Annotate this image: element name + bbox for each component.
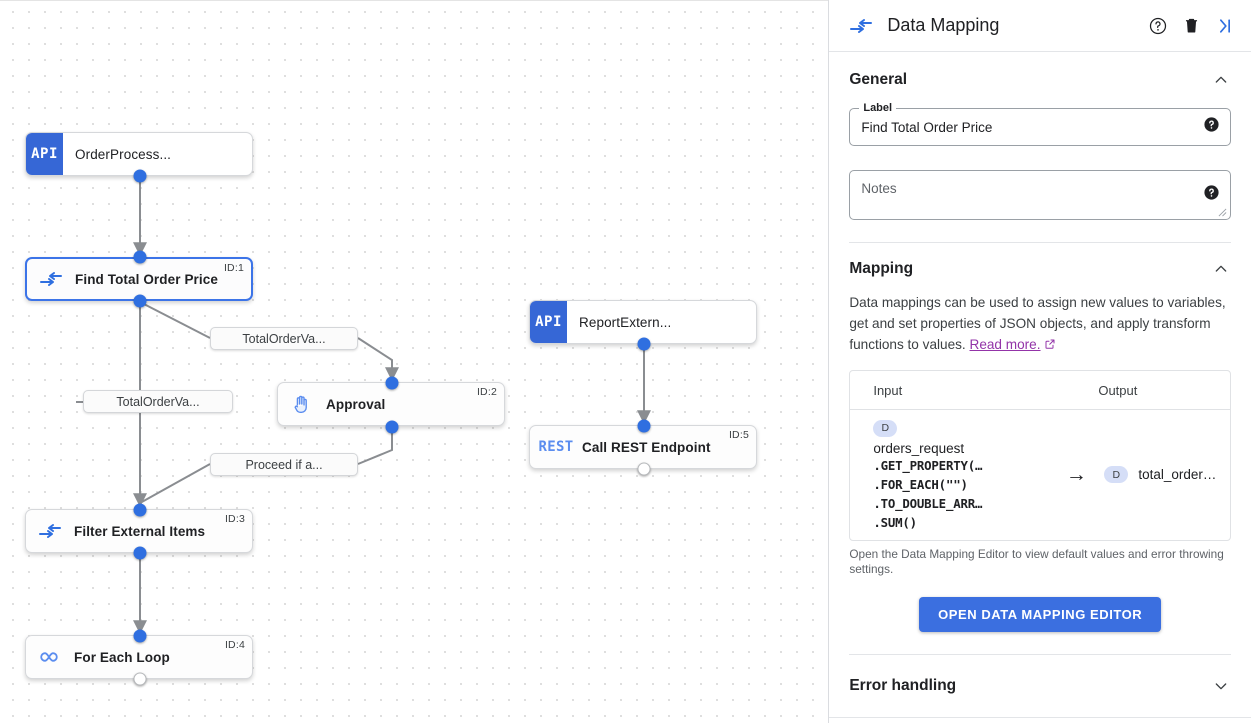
output-type-badge: D bbox=[1104, 466, 1129, 484]
node-title: Filter External Items bbox=[74, 523, 206, 539]
section-divider bbox=[849, 653, 1231, 655]
node-title: Find Total Order Price bbox=[75, 271, 218, 287]
section-error-handling: Error handling bbox=[829, 655, 1251, 718]
canvas-top-divider bbox=[0, 0, 829, 1]
mapping-table-row[interactable]: D orders_request .GET_PROPERTY(… .FOR_EA… bbox=[850, 410, 1230, 540]
input-expression-line: .FOR_EACH("") bbox=[873, 476, 968, 492]
input-expression-line: .GET_PROPERTY(… bbox=[873, 457, 983, 473]
section-divider bbox=[849, 242, 1231, 243]
node-port-input[interactable] bbox=[637, 419, 651, 433]
input-expression-line: .TO_DOUBLE_ARR… bbox=[873, 495, 983, 511]
section-divider bbox=[829, 716, 1251, 718]
section-general-header[interactable]: General bbox=[849, 70, 1231, 90]
node-id: ID:2 bbox=[476, 386, 497, 398]
node-port-output[interactable] bbox=[637, 337, 651, 351]
mapping-table[interactable]: Input Output D orders_request .GET_PROPE… bbox=[849, 370, 1231, 541]
data-mapping-icon bbox=[849, 18, 875, 34]
mapping-description-text: Data mappings can be used to assign new … bbox=[849, 295, 1226, 352]
edge-label[interactable]: TotalOrderVa... bbox=[83, 390, 233, 413]
mapping-table-header: Input Output bbox=[850, 371, 1230, 410]
chevron-up-icon[interactable] bbox=[1211, 259, 1231, 279]
input-expression-line: .SUM() bbox=[873, 514, 917, 530]
node-port-output[interactable] bbox=[385, 420, 399, 434]
input-variable-name: orders_request bbox=[873, 440, 965, 456]
api-badge-icon: API bbox=[26, 133, 63, 175]
label-field-legend: Label bbox=[859, 102, 897, 114]
notes-field[interactable]: Notes bbox=[849, 170, 1231, 220]
flow-canvas[interactable]: API OrderProcess... Find Total Order Pri… bbox=[0, 0, 830, 723]
section-error-handling-header[interactable]: Error handling bbox=[849, 655, 1231, 717]
external-link-icon[interactable] bbox=[1044, 335, 1056, 356]
infinity-icon bbox=[26, 649, 74, 665]
node-port-output[interactable] bbox=[133, 672, 147, 686]
node-title: ReportExtern... bbox=[579, 314, 672, 330]
panel-header-actions bbox=[1148, 16, 1235, 36]
panel-title: Data Mapping bbox=[887, 15, 1000, 35]
help-icon[interactable] bbox=[1203, 184, 1220, 206]
node-title: Approval bbox=[326, 396, 386, 412]
hand-icon bbox=[278, 393, 326, 415]
node-id: ID:1 bbox=[223, 262, 244, 274]
data-mapping-icon bbox=[27, 271, 75, 287]
label-field-value: Find Total Order Price bbox=[861, 119, 993, 135]
data-mapping-icon bbox=[26, 523, 74, 539]
section-error-handling-title: Error handling bbox=[849, 676, 957, 694]
node-report-external[interactable]: API ReportExtern... bbox=[529, 300, 757, 344]
node-port-output[interactable] bbox=[133, 169, 147, 183]
section-general-title: General bbox=[849, 71, 908, 88]
mapping-input-cell: D orders_request .GET_PROPERTY(… .FOR_EA… bbox=[850, 418, 1048, 532]
panel-header: Data Mapping bbox=[829, 0, 1251, 52]
section-mapping-title: Mapping bbox=[849, 260, 914, 277]
mapping-description: Data mappings can be used to assign new … bbox=[849, 292, 1231, 356]
node-id: ID:4 bbox=[224, 639, 245, 651]
column-header-input: Input bbox=[873, 382, 903, 398]
mapping-note: Open the Data Mapping Editor to view def… bbox=[849, 546, 1224, 576]
collapse-panel-icon[interactable] bbox=[1215, 16, 1235, 36]
node-id: ID:3 bbox=[224, 513, 245, 525]
node-port-input[interactable] bbox=[133, 503, 147, 517]
node-port-output[interactable] bbox=[637, 462, 651, 476]
notes-placeholder: Notes bbox=[861, 181, 897, 196]
resize-handle-icon[interactable] bbox=[1218, 208, 1227, 217]
node-port-input[interactable] bbox=[133, 250, 147, 264]
node-title: For Each Loop bbox=[74, 649, 170, 665]
section-mapping: Mapping Data mappings can be used to ass… bbox=[829, 243, 1251, 655]
section-mapping-header[interactable]: Mapping bbox=[849, 259, 1231, 279]
node-title: OrderProcess... bbox=[75, 146, 172, 162]
label-field[interactable]: Label Find Total Order Price bbox=[849, 102, 1231, 146]
node-order-process[interactable]: API OrderProcess... bbox=[25, 132, 253, 176]
delete-icon[interactable] bbox=[1182, 16, 1201, 35]
help-icon[interactable] bbox=[1203, 116, 1220, 138]
chevron-up-icon[interactable] bbox=[1211, 70, 1231, 90]
node-title: Call REST Endpoint bbox=[582, 439, 711, 455]
properties-panel: Data Mapping bbox=[829, 0, 1251, 723]
node-port-output[interactable] bbox=[133, 546, 147, 560]
section-general: General Label Find Total Order Price bbox=[829, 52, 1251, 243]
edge-label[interactable]: TotalOrderVa... bbox=[210, 327, 358, 350]
read-more-link[interactable]: Read more. bbox=[969, 337, 1041, 352]
node-port-output[interactable] bbox=[133, 294, 147, 308]
node-port-input[interactable] bbox=[385, 376, 399, 390]
node-port-input[interactable] bbox=[133, 629, 147, 643]
node-id: ID:5 bbox=[728, 429, 749, 441]
mapping-output-cell: D total_order… bbox=[1104, 466, 1230, 484]
help-icon[interactable] bbox=[1148, 16, 1168, 36]
output-variable-name: total_order… bbox=[1138, 467, 1217, 483]
mapping-arrow-icon: → bbox=[1065, 462, 1087, 486]
edge-label[interactable]: Proceed if a... bbox=[210, 453, 358, 476]
api-badge-icon: API bbox=[530, 301, 567, 343]
column-header-output: Output bbox=[1098, 382, 1138, 398]
open-data-mapping-editor-button[interactable]: OPEN DATA MAPPING EDITOR bbox=[919, 596, 1162, 632]
rest-badge-icon: REST bbox=[538, 439, 574, 455]
mapping-button-row: OPEN DATA MAPPING EDITOR bbox=[849, 596, 1231, 654]
flow-edges bbox=[76, 177, 651, 635]
chevron-down-icon[interactable] bbox=[1211, 676, 1231, 696]
input-type-badge: D bbox=[873, 419, 898, 437]
